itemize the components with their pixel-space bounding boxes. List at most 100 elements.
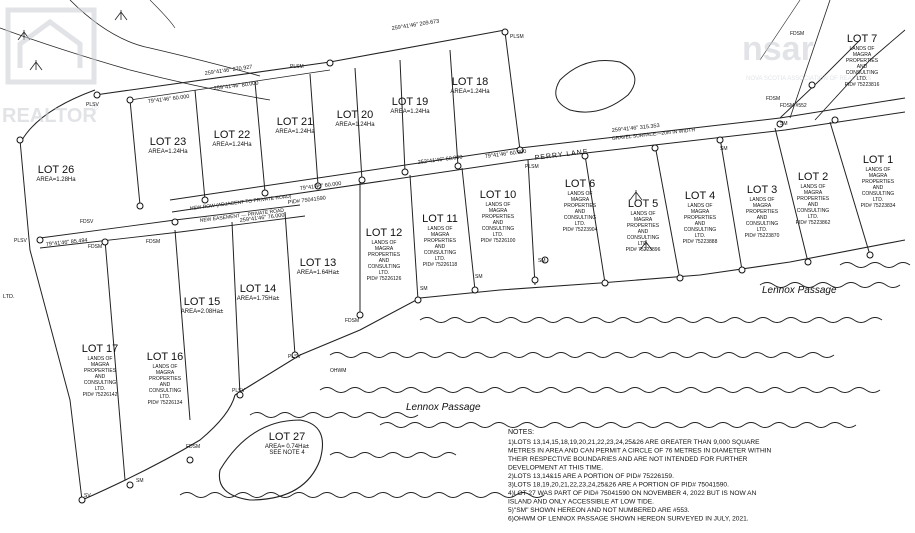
- note-line: THEIR RESPECTIVE BOUNDARIES AND ARE NOT …: [508, 456, 748, 463]
- lot-owner-text: MAGRA: [571, 197, 590, 203]
- lot-number: LOT 27: [269, 431, 306, 443]
- bearing-label: 259°41'46" 80.000: [214, 81, 259, 92]
- lot-owner-text: PROPERTIES: [746, 209, 779, 215]
- lot-owner-text: CONSULTING: [564, 215, 597, 221]
- lot-owner-text: CONSULTING: [846, 70, 879, 76]
- lot-number: LOT 23: [150, 136, 187, 148]
- road-name: PERRY LANE: [534, 148, 589, 162]
- bearing-label: 259°41'46" 315.353: [612, 123, 660, 134]
- lot-area: AREA=1.24Ha: [275, 129, 315, 135]
- lot-number: LOT 10: [480, 189, 517, 201]
- monument-label: SM: [420, 286, 428, 292]
- lot-owner-text: CONSULTING: [627, 235, 660, 241]
- lot-owner-text: LTD.: [379, 270, 389, 276]
- lot-owner-text: PROPERTIES: [482, 214, 515, 220]
- lot-owner-text: CONSULTING: [149, 388, 182, 394]
- grass-symbols: [17, 10, 653, 251]
- monument-label: FDSM: [88, 244, 102, 250]
- lot-owner-text: LANDS OF: [485, 202, 510, 208]
- lot-owner-text: LTD.: [435, 256, 445, 262]
- lot-owner-text: MAGRA: [489, 208, 508, 214]
- lot-owner-text: PROPERTIES: [424, 238, 457, 244]
- bearing-label: 79°41'46" 60.000: [485, 149, 527, 160]
- lot-owner-text: AND: [575, 209, 586, 215]
- lot-number: LOT 6: [565, 178, 595, 190]
- lot-owner-text: LANDS OF: [800, 184, 825, 190]
- lot-pid: PID# 75223896: [626, 247, 661, 253]
- lot-number: LOT 3: [747, 184, 777, 196]
- monument-label: PLSV: [288, 354, 301, 360]
- lot-owner-text: MAGRA: [853, 52, 872, 58]
- monument-label: SM: [538, 258, 546, 264]
- lot-owner-text: PROPERTIES: [846, 58, 879, 64]
- lot-owner-text: AND: [857, 64, 868, 70]
- lot-owner-text: AND: [493, 220, 504, 226]
- note-line: 1)LOTS 13,14,15,18,19,20,21,22,23,24,25&…: [508, 439, 760, 446]
- lot-owner-text: AND: [638, 229, 649, 235]
- lot-owner-text: LANDS OF: [865, 167, 890, 173]
- lot-area: AREA=2.08Ha±: [181, 309, 224, 315]
- note-line: 3)LOTS 18,19,20,21,22,23,24,25&26 ARE A …: [508, 482, 729, 489]
- bearing-labels: 259°41'46" 270.927 259°41'46" 209.673 25…: [46, 19, 660, 248]
- lot-pid: PID# 75223816: [845, 82, 880, 88]
- lot-owner-text: PROPERTIES: [797, 196, 830, 202]
- note-line: 6)OHWM OF LENNOX PASSAGE SHOWN HEREON SU…: [508, 516, 749, 523]
- notes-title: NOTES:: [508, 429, 534, 436]
- lot-number: LOT 11: [422, 213, 458, 225]
- monument-label: PLSV: [232, 388, 245, 394]
- lot-number: LOT 1: [863, 154, 893, 166]
- lot-pid: PID# 75226118: [423, 262, 458, 268]
- lot-owner-text: CONSULTING: [482, 226, 515, 232]
- monument-label: PLSV: [14, 238, 27, 244]
- realtor-watermark: REALTOR: [2, 105, 97, 127]
- monument-label: PLSM: [290, 64, 304, 70]
- lot-owner-text: MAGRA: [431, 232, 450, 238]
- lot-area: AREA=1.24Ha: [450, 89, 490, 95]
- lot-owner-text: LANDS OF: [152, 364, 177, 370]
- bearing-label: 259°41'46" 270.927: [204, 64, 252, 77]
- note-line: METRES IN AREA AND CAN PERMIT A CIRCLE O…: [508, 448, 772, 455]
- lot-owner-text: CONSULTING: [424, 250, 457, 256]
- lot-number: LOT 12: [366, 227, 403, 239]
- lot-owner-text: CONSULTING: [84, 380, 117, 386]
- lot-owner-text: AND: [95, 374, 106, 380]
- notes-block: NOTES: 1)LOTS 13,14,15,18,19,20,21,22,23…: [508, 429, 772, 523]
- monument-label: SM: [720, 146, 728, 152]
- lot-area: AREA=1.64Ha±: [297, 270, 340, 276]
- monument-label: FDSM: [146, 239, 160, 245]
- lot-owner-text: LTD.: [493, 232, 503, 238]
- lot-area: AREA=1.24Ha: [212, 142, 252, 148]
- lot-pid: PID# 75223888: [683, 239, 718, 245]
- lot-number: LOT 4: [685, 190, 715, 202]
- monument-label: SV: [84, 493, 91, 499]
- lot-area: AREA=1.28Ha: [36, 177, 76, 183]
- lot-number: LOT 19: [392, 96, 429, 108]
- bearing-label: 79°41'46" 60.000: [300, 181, 342, 192]
- lot-owner-text: LTD.: [857, 76, 867, 82]
- lot-pid: PID# 75223834: [861, 203, 896, 209]
- lot-area: AREA= 0.74Ha±: [265, 444, 310, 450]
- lot-owner-text: MAGRA: [691, 209, 710, 215]
- lot-owner-text: PROPERTIES: [564, 203, 597, 209]
- monument-label: FDSM: [790, 31, 804, 37]
- lot-area: AREA=1.24Ha: [390, 109, 430, 115]
- water-labels: Lennox Passage Lennox Passage: [406, 285, 837, 413]
- lot-number: LOT 15: [184, 296, 221, 308]
- lot-area: AREA=1.24Ha: [148, 149, 188, 155]
- ltd-label: LTD.: [3, 294, 15, 300]
- note-line: 5)"SM" SHOWN HEREON AND NOT NUMBERED ARE…: [508, 507, 690, 514]
- nsar-subtitle: NOVA SCOTIA ASSOCIATION OF REALTORS: [746, 76, 871, 82]
- lot-number: LOT 26: [38, 164, 75, 176]
- lot-owner-text: LANDS OF: [567, 191, 592, 197]
- lot-owner-text: MAGRA: [375, 246, 394, 252]
- note-line: ISLAND AND ONLY ACCESSIBLE AT LOW TIDE.: [508, 499, 654, 506]
